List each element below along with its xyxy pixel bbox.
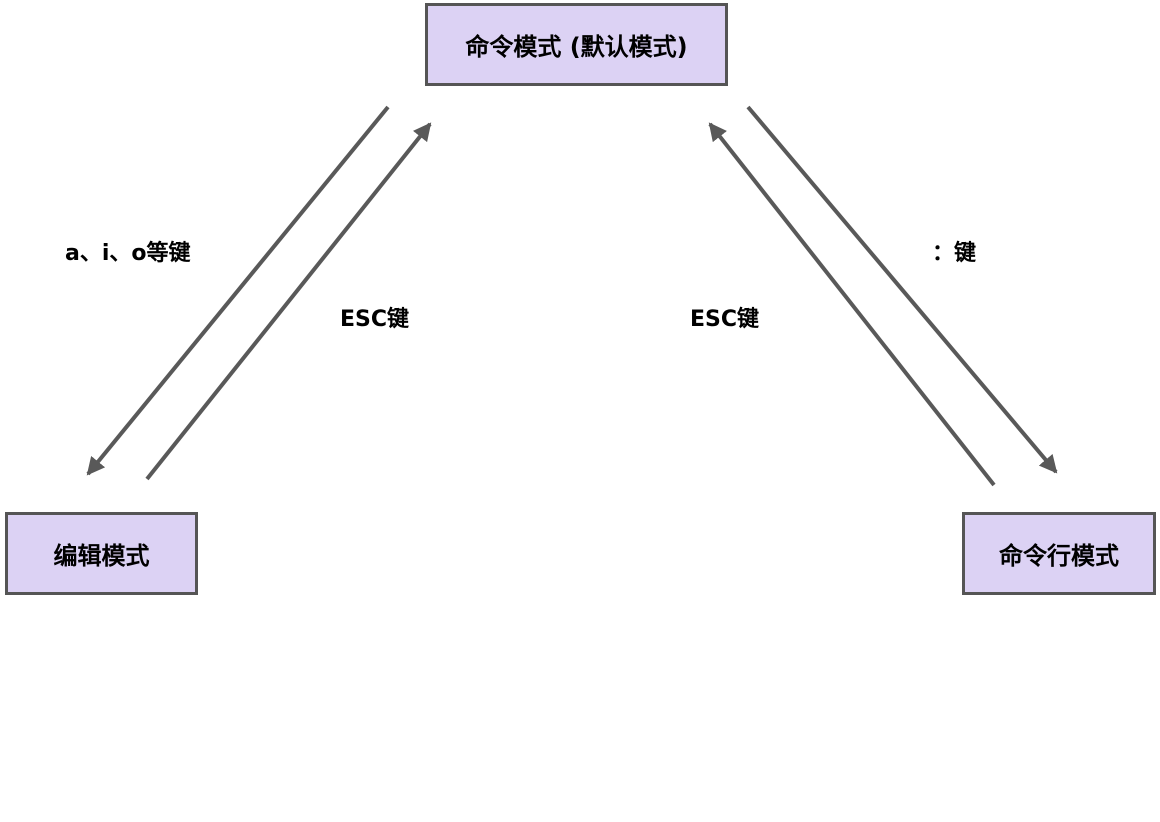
arrow-command-to-edit <box>86 105 390 476</box>
command-line-mode-label: 命令行模式 <box>999 542 1119 570</box>
arrow-command-line-to-command <box>708 122 996 487</box>
edit-mode-label: 编辑模式 <box>53 542 150 570</box>
edge-label-edit-to-command: ESC键 <box>340 307 410 332</box>
arrow-edit-to-command <box>145 122 432 481</box>
edge-label-command-line-to-command: ESC键 <box>690 307 760 332</box>
command-mode-label: 命令模式 (默认模式) <box>465 33 688 61</box>
edge-label-command-to-edit: a、i、o等键 <box>65 241 191 266</box>
command-mode-node: 命令模式 (默认模式) <box>425 3 728 86</box>
edge-label-command-to-command-line: ：键 <box>932 241 977 266</box>
arrow-command-to-command-line <box>746 105 1058 474</box>
edit-mode-node: 编辑模式 <box>5 512 198 595</box>
command-line-mode-node: 命令行模式 <box>962 512 1156 595</box>
